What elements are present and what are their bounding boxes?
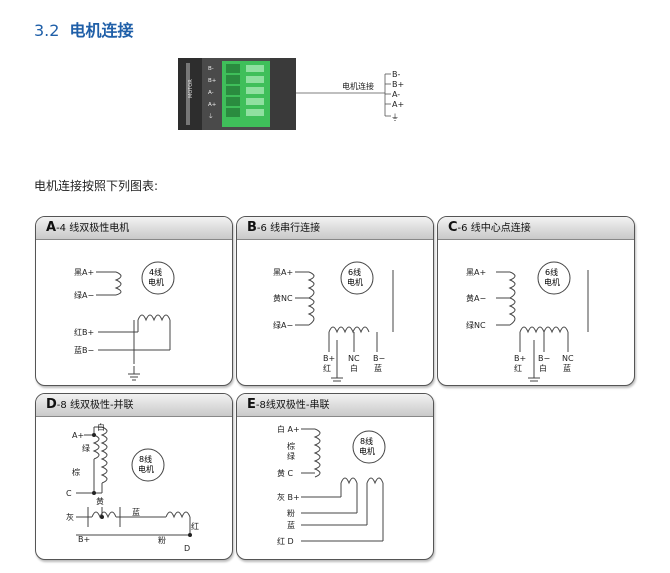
intro-text: 电机连接按照下列图表: <box>34 179 159 193</box>
svg-text:棕: 棕 <box>72 467 80 477</box>
wire-labels: B- B+ A- A+ ⏚ <box>391 70 404 122</box>
motor-label-4wire: 4线 <box>149 267 162 277</box>
svg-text:绿A−: 绿A− <box>273 321 293 330</box>
svg-text:8线: 8线 <box>360 436 373 446</box>
svg-text:黑A+: 黑A+ <box>74 268 94 277</box>
connection-label: 电机连接 <box>342 81 374 91</box>
panel-d-title: D-8 线双极性-并联 <box>36 394 232 417</box>
svg-text:白: 白 <box>350 363 358 373</box>
svg-text:粉: 粉 <box>158 535 166 545</box>
svg-text:灰: 灰 <box>66 512 74 522</box>
section-title: 电机连接 <box>69 21 134 40</box>
svg-text:A+: A+ <box>208 102 217 108</box>
svg-text:绿: 绿 <box>82 444 90 453</box>
svg-text:B+: B+ <box>208 78 217 84</box>
svg-text:B−: B− <box>538 354 550 363</box>
svg-text:白: 白 <box>539 363 547 373</box>
panel-a-diagram: 4线 电机 黑A+ 绿A− 红B+ 蓝B− <box>74 261 175 381</box>
svg-text:A-: A- <box>208 90 214 96</box>
svg-text:B-: B- <box>392 70 400 79</box>
svg-text:黄 C: 黄 C <box>277 468 294 478</box>
panel-d-8wire-parallel: D-8 线双极性-并联 8线 电机 A+ 白 绿 棕 C 黄 灰 <box>35 393 233 560</box>
svg-text:红 D: 红 D <box>277 536 294 546</box>
svg-text:B+: B+ <box>514 354 526 363</box>
svg-text:黑A+: 黑A+ <box>273 268 293 277</box>
svg-text:红: 红 <box>514 363 522 373</box>
svg-text:D: D <box>184 544 190 553</box>
svg-text:黄: 黄 <box>96 496 104 506</box>
svg-text:绿NC: 绿NC <box>466 321 486 330</box>
svg-text:电机: 电机 <box>148 277 164 287</box>
svg-text:B+: B+ <box>78 535 90 544</box>
svg-text:绿A−: 绿A− <box>74 291 94 300</box>
svg-text:C: C <box>66 489 72 498</box>
svg-text:红: 红 <box>191 521 199 531</box>
svg-text:绿: 绿 <box>287 452 295 461</box>
svg-text:白: 白 <box>97 422 105 432</box>
svg-text:⏚: ⏚ <box>208 113 214 120</box>
panel-b-6wire-series: B-6 线串行连接 6线 电机 黑A+ 黄NC 绿A− B+ 红 NC 白 B−… <box>236 216 434 386</box>
svg-text:NC: NC <box>348 354 360 363</box>
svg-text:B+: B+ <box>392 80 404 89</box>
svg-text:B-: B- <box>208 66 214 72</box>
svg-text:白 A+: 白 A+ <box>277 424 300 434</box>
svg-text:电机: 电机 <box>347 277 363 287</box>
panel-b-diagram: 6线 电机 黑A+ 黄NC 绿A− B+ 红 NC 白 B− 蓝 <box>273 261 394 382</box>
svg-text:黑A+: 黑A+ <box>466 268 486 277</box>
panel-a-title: A-4 线双极性电机 <box>36 217 232 240</box>
svg-text:A+: A+ <box>392 100 404 109</box>
panel-d-diagram: 8线 电机 A+ 白 绿 棕 C 黄 灰 B+ 蓝 红 粉 D <box>66 422 199 553</box>
svg-text:电机: 电机 <box>544 277 560 287</box>
svg-text:蓝: 蓝 <box>374 363 382 373</box>
terminal-labels: B- B+ A- A+ ⏚ <box>208 66 217 120</box>
svg-text:B−: B− <box>373 354 385 363</box>
driver-terminal-illustration: MOTOR B- B+ A- A+ ⏚ 电机连接 B- B+ A- A+ ⏚ <box>178 58 404 130</box>
svg-text:8线: 8线 <box>139 454 152 464</box>
svg-text:NC: NC <box>562 354 574 363</box>
panel-e-8wire-series: E-8线双极性-串联 8线 电机 白 A+ 棕 绿 黄 C 灰 B+ 粉 蓝 红… <box>236 393 434 560</box>
section-number: 3.2 <box>34 21 60 40</box>
svg-text:粉: 粉 <box>287 508 295 518</box>
svg-text:棕: 棕 <box>287 441 295 451</box>
section-heading: 3.2 电机连接 <box>34 17 133 41</box>
panel-e-diagram: 8线 电机 白 A+ 棕 绿 黄 C 灰 B+ 粉 蓝 红 D <box>277 424 386 546</box>
panel-c-6wire-center: C-6 线中心点连接 6线 电机 黑A+ 黄A− 绿NC B+ 红 B− 白 N… <box>437 216 635 386</box>
svg-text:蓝: 蓝 <box>287 520 295 530</box>
svg-text:6线: 6线 <box>348 267 361 277</box>
svg-text:电机: 电机 <box>138 464 154 474</box>
svg-text:红B+: 红B+ <box>74 327 94 337</box>
motor-side-label: MOTOR <box>188 79 194 98</box>
svg-text:A-: A- <box>392 90 400 99</box>
svg-text:灰 B+: 灰 B+ <box>277 492 300 502</box>
panel-b-title: B-6 线串行连接 <box>237 217 433 240</box>
svg-text:黄NC: 黄NC <box>273 293 293 303</box>
svg-text:黄A−: 黄A− <box>466 293 486 303</box>
svg-text:蓝B−: 蓝B− <box>74 345 94 355</box>
panel-c-title: C-6 线中心点连接 <box>438 217 634 240</box>
panel-a-4wire: A-4 线双极性电机 4线 电机 黑A+ 绿A− 红B+ 蓝B− <box>35 216 233 386</box>
svg-text:红: 红 <box>323 363 331 373</box>
svg-text:电机: 电机 <box>359 446 375 456</box>
svg-text:A+: A+ <box>72 431 84 440</box>
svg-text:蓝: 蓝 <box>132 507 140 517</box>
panel-c-diagram: 6线 电机 黑A+ 黄A− 绿NC B+ 红 B− 白 NC 蓝 <box>466 261 589 382</box>
svg-text:6线: 6线 <box>545 267 558 277</box>
svg-text:⏚: ⏚ <box>391 113 399 122</box>
svg-text:蓝: 蓝 <box>563 363 571 373</box>
panel-e-title: E-8线双极性-串联 <box>237 394 433 417</box>
svg-text:B+: B+ <box>323 354 335 363</box>
